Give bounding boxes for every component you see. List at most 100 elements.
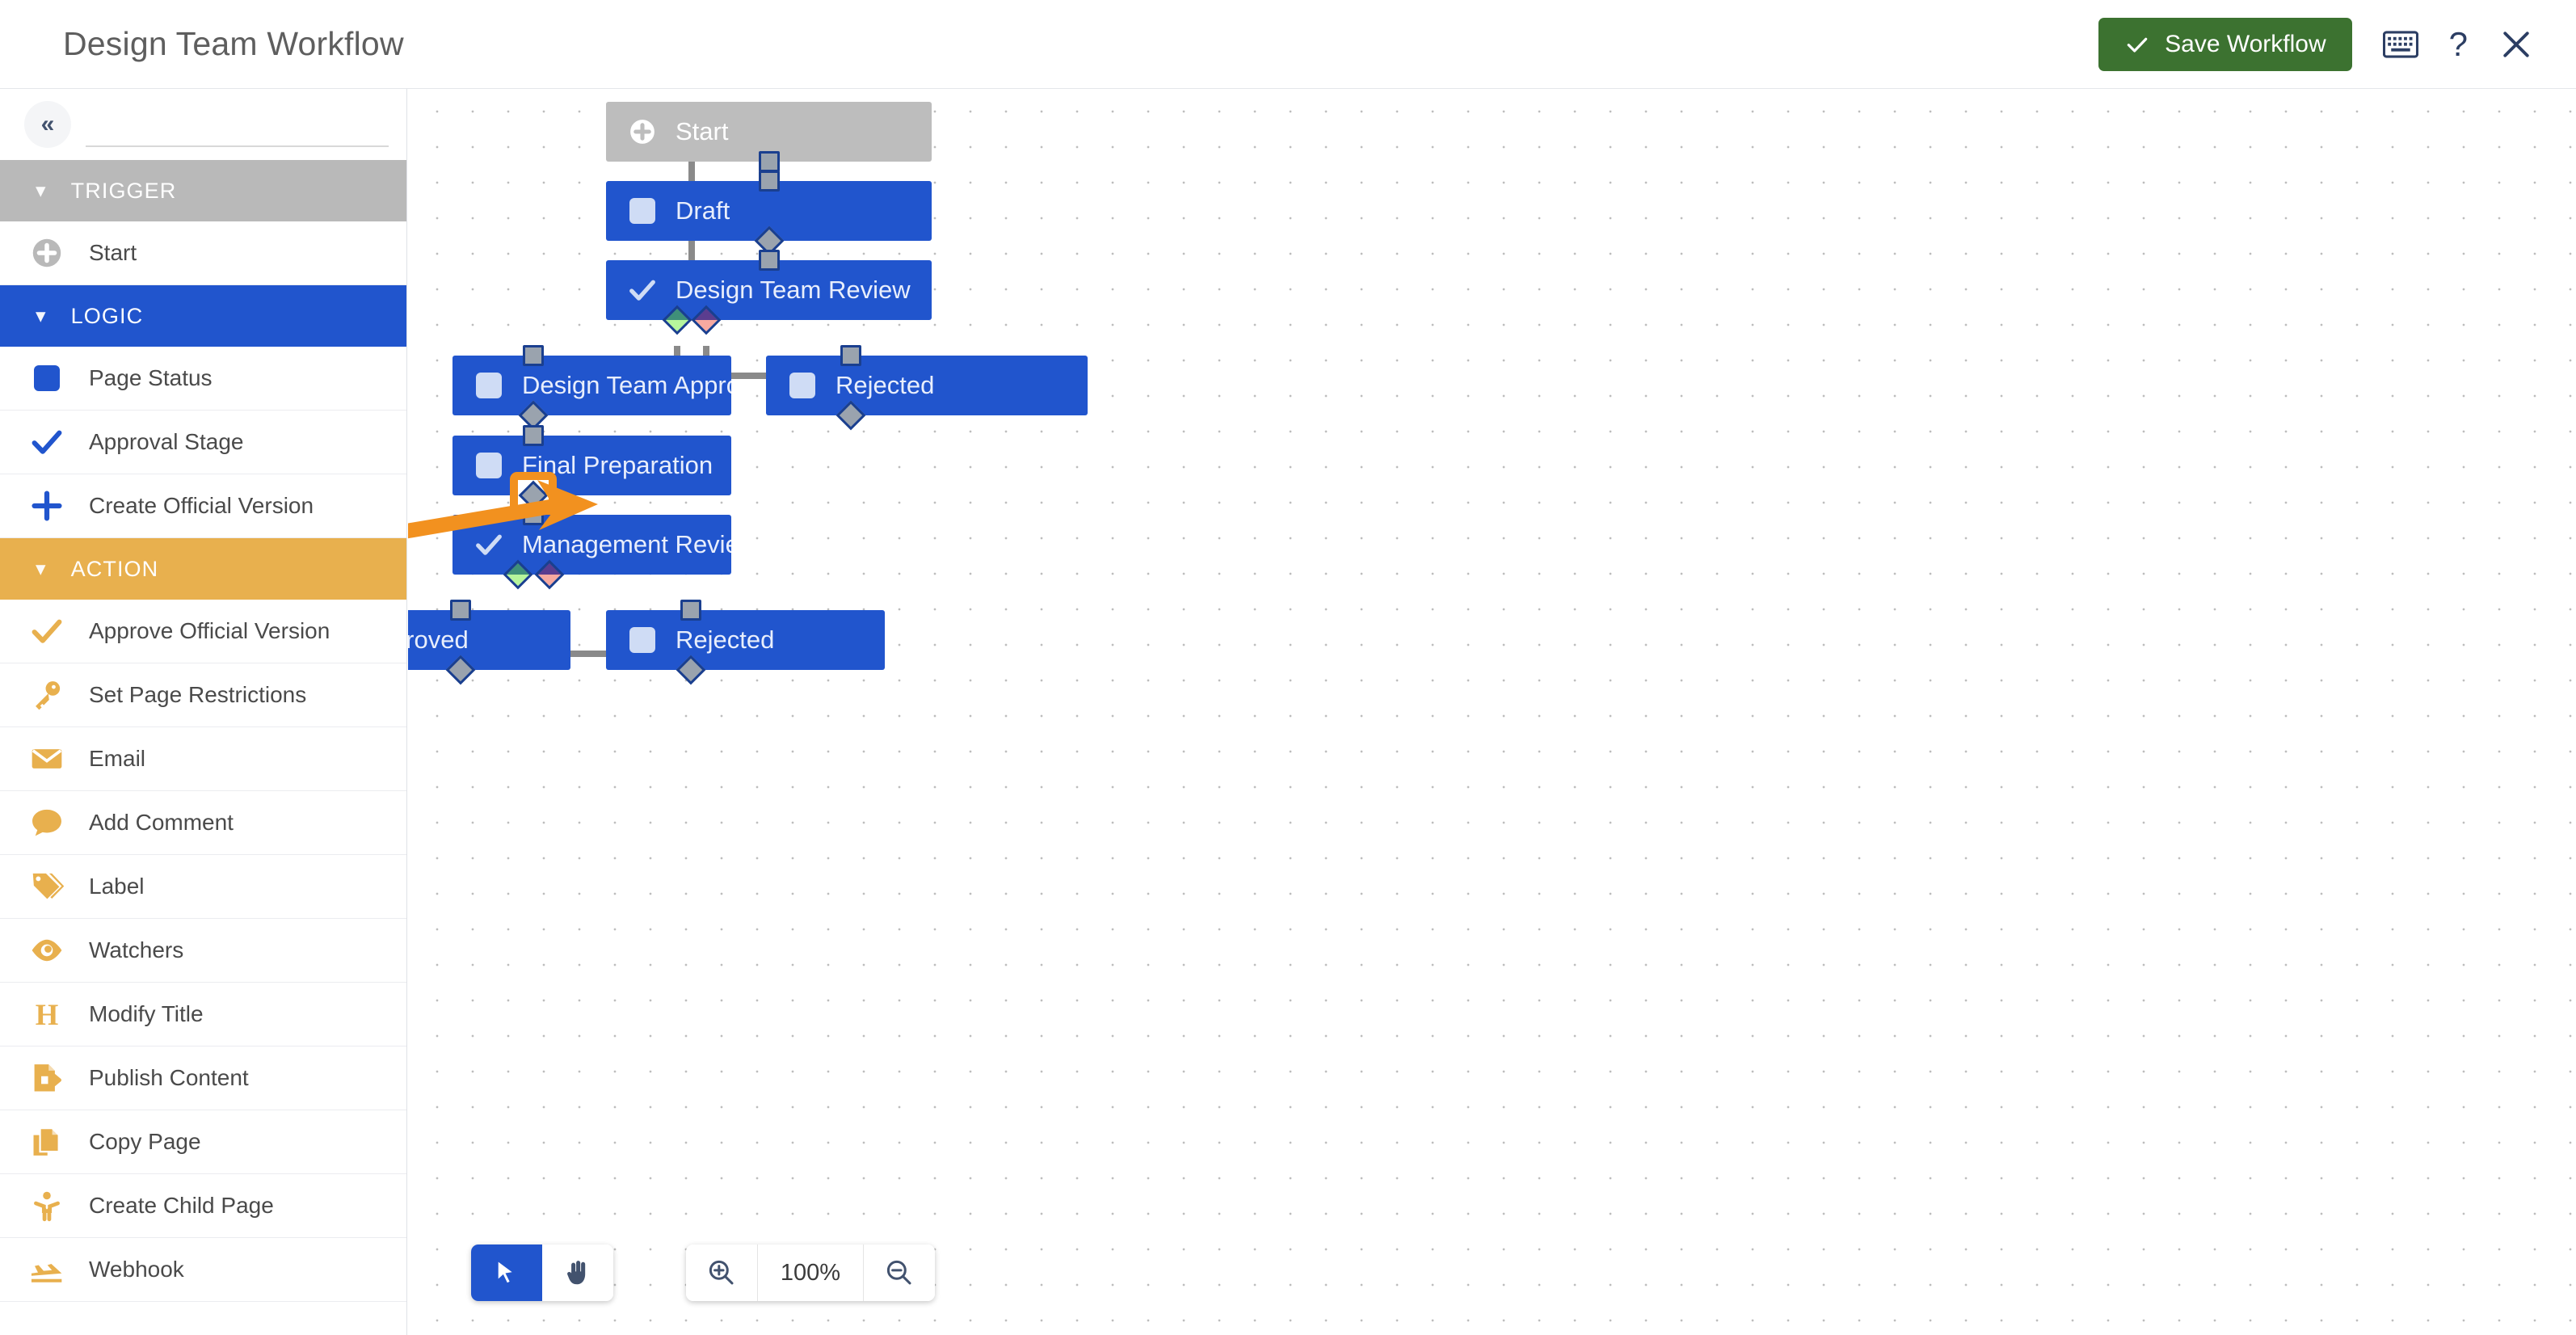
workflow-node-dtapprove[interactable]: Design Team Approv.: [452, 356, 731, 415]
check-icon: [32, 430, 62, 454]
sidebar-section-label: LOGIC: [70, 303, 144, 328]
workflow-node-finalprep[interactable]: Final Preparation: [452, 436, 731, 495]
sidebar-item-publish-content[interactable]: Publish Content: [0, 1047, 406, 1110]
sidebar-header: «: [0, 89, 406, 160]
sidebar-section-label: ACTION: [70, 556, 159, 581]
sidebar-item-label: Email: [89, 746, 146, 771]
save-workflow-button[interactable]: Save Workflow: [2098, 17, 2352, 71]
sidebar-item-approval-stage[interactable]: Approval Stage: [0, 411, 406, 474]
finalprep-input-port[interactable]: [523, 425, 545, 446]
workflow-node-label: Rejected: [836, 371, 935, 399]
zoom-in-icon: [709, 1260, 734, 1285]
sidebar-item-label: Set Page Restrictions: [89, 682, 307, 707]
workflow-node-rejected1[interactable]: Rejected: [766, 356, 1088, 415]
sidebar-item-label: Label: [89, 874, 145, 899]
workflow-node-approved[interactable]: Approved: [408, 610, 570, 670]
sidebar-item-create-child-page[interactable]: Create Child Page: [0, 1174, 406, 1238]
zoom-out-button[interactable]: [864, 1244, 935, 1301]
plane-icon: [31, 1264, 62, 1282]
key-icon: [29, 677, 65, 713]
keyboard-shortcuts-button[interactable]: [2382, 27, 2418, 62]
plus-circle-icon: [627, 116, 658, 147]
close-button[interactable]: [2498, 27, 2534, 62]
workflow-node-label: Start: [676, 117, 729, 145]
page-title: Design Team Workflow: [63, 25, 404, 62]
square-icon: [789, 373, 815, 398]
rejected1-input-port[interactable]: [840, 345, 861, 366]
heading-icon: H: [36, 998, 59, 1031]
workflow-node-mgmtreview[interactable]: Management Review: [452, 515, 731, 575]
copy-icon: [33, 1127, 60, 1156]
plus-circle-icon: [32, 238, 61, 267]
plane-icon: [29, 1252, 65, 1287]
search-input[interactable]: [86, 102, 389, 147]
envelope-icon: [32, 749, 62, 769]
square-icon: [629, 198, 655, 224]
square-icon: [474, 370, 504, 401]
select-tool-button[interactable]: [471, 1244, 542, 1301]
plus-circle-icon: [630, 120, 655, 144]
question-mark-icon: ?: [2448, 24, 2468, 63]
plus-icon: [32, 491, 62, 521]
sidebar-section-header-trigger[interactable]: ▾TRIGGER: [0, 160, 406, 221]
approved-input-port[interactable]: [449, 600, 471, 621]
chevron-down-icon: ▾: [36, 557, 47, 580]
pan-tool-button[interactable]: [542, 1244, 613, 1301]
dtreview-input-port[interactable]: [758, 250, 780, 271]
collapse-sidebar-button[interactable]: «: [24, 101, 71, 148]
zoom-in-button[interactable]: [686, 1244, 757, 1301]
sidebar-item-label: Create Child Page: [89, 1193, 274, 1218]
sidebar-item-create-official-version[interactable]: Create Official Version: [0, 474, 406, 538]
rejected2-input-port[interactable]: [680, 600, 702, 621]
sidebar-section-header-action[interactable]: ▾ ACTION: [0, 538, 406, 600]
workflow-node-label: Draft: [676, 196, 730, 225]
comment-icon: [29, 805, 65, 840]
square-icon: [474, 450, 504, 481]
eye-icon: [29, 933, 65, 968]
sidebar-item-copy-page[interactable]: Copy Page: [0, 1110, 406, 1174]
sidebar-item-label: Page Status: [89, 365, 213, 390]
help-button[interactable]: ?: [2449, 27, 2468, 61]
mgmtreview-input-port[interactable]: [523, 504, 545, 525]
check-icon: [474, 529, 504, 560]
sidebar-item-page-status[interactable]: Page Status: [0, 347, 406, 411]
sidebar-item-email[interactable]: Email: [0, 727, 406, 791]
top-bar-actions: Save Workflow ?: [2098, 17, 2534, 71]
workflow-node-label: Rejected: [676, 625, 775, 654]
zoom-level-display[interactable]: 100%: [757, 1244, 864, 1301]
sidebar-item-webhook[interactable]: Webhook: [0, 1238, 406, 1302]
sidebar-item-label[interactable]: Label: [0, 855, 406, 919]
sidebar-item-watchers[interactable]: Watchers: [0, 919, 406, 983]
square-icon: [29, 360, 65, 396]
sidebar-section-header-logic[interactable]: ▾LOGIC: [0, 285, 406, 347]
dtapprove-input-port[interactable]: [523, 345, 545, 366]
plus-icon: [29, 488, 65, 524]
save-workflow-label: Save Workflow: [2165, 30, 2326, 57]
square-icon: [627, 196, 658, 226]
sidebar-item-set-page-restrictions[interactable]: Set Page Restrictions: [0, 663, 406, 727]
square-icon: [476, 373, 502, 398]
publish-icon: [34, 1064, 61, 1092]
sidebar-item-label: Add Comment: [89, 810, 234, 835]
start-output-port[interactable]: [758, 151, 780, 172]
sidebar-item-label: Copy Page: [89, 1129, 201, 1154]
sidebar-item-label: Watchers: [89, 937, 184, 962]
workflow-node-label: Approved: [408, 625, 469, 654]
draft-input-port[interactable]: [758, 171, 780, 192]
workflow-node-label: Design Team Review: [676, 276, 911, 304]
heading-icon: H: [29, 996, 65, 1032]
workflow-node-rejected2[interactable]: Rejected: [606, 610, 885, 670]
close-icon: [2503, 31, 2529, 57]
canvas-toolbar: 100%: [471, 1244, 935, 1301]
square-icon: [476, 453, 502, 478]
chevron-down-icon: ▾: [36, 179, 47, 202]
sidebar-item-approve-official-version[interactable]: Approve Official Version: [0, 600, 406, 663]
hand-icon: [567, 1261, 586, 1285]
square-icon: [627, 625, 658, 655]
check-icon: [2127, 37, 2148, 53]
sidebar-item-start[interactable]: Start: [0, 221, 406, 285]
sidebar-item-add-comment[interactable]: Add Comment: [0, 791, 406, 855]
